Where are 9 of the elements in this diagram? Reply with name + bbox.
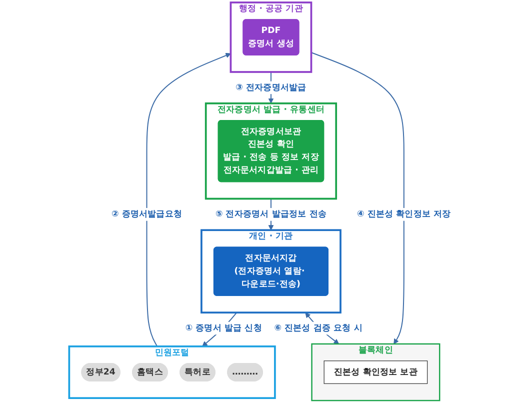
edge-label: ④ 진본성 확인정보 저장 xyxy=(356,209,451,220)
arrow xyxy=(146,52,231,347)
edge-label: ⑥ 진본성 검증 요청 시 xyxy=(274,323,362,333)
edge-label: ① 증명서 발급 신청 xyxy=(185,323,262,333)
edge-label: ② 증명서발급요청 xyxy=(111,209,182,220)
edge-label: ③ 전자증명서발급 xyxy=(236,82,306,92)
node-box: 진본성 확인정보 보관 xyxy=(324,360,428,384)
arrow xyxy=(310,52,404,344)
edge-label: ⑤ 전자증명서 발급정보 전송 xyxy=(215,209,327,220)
